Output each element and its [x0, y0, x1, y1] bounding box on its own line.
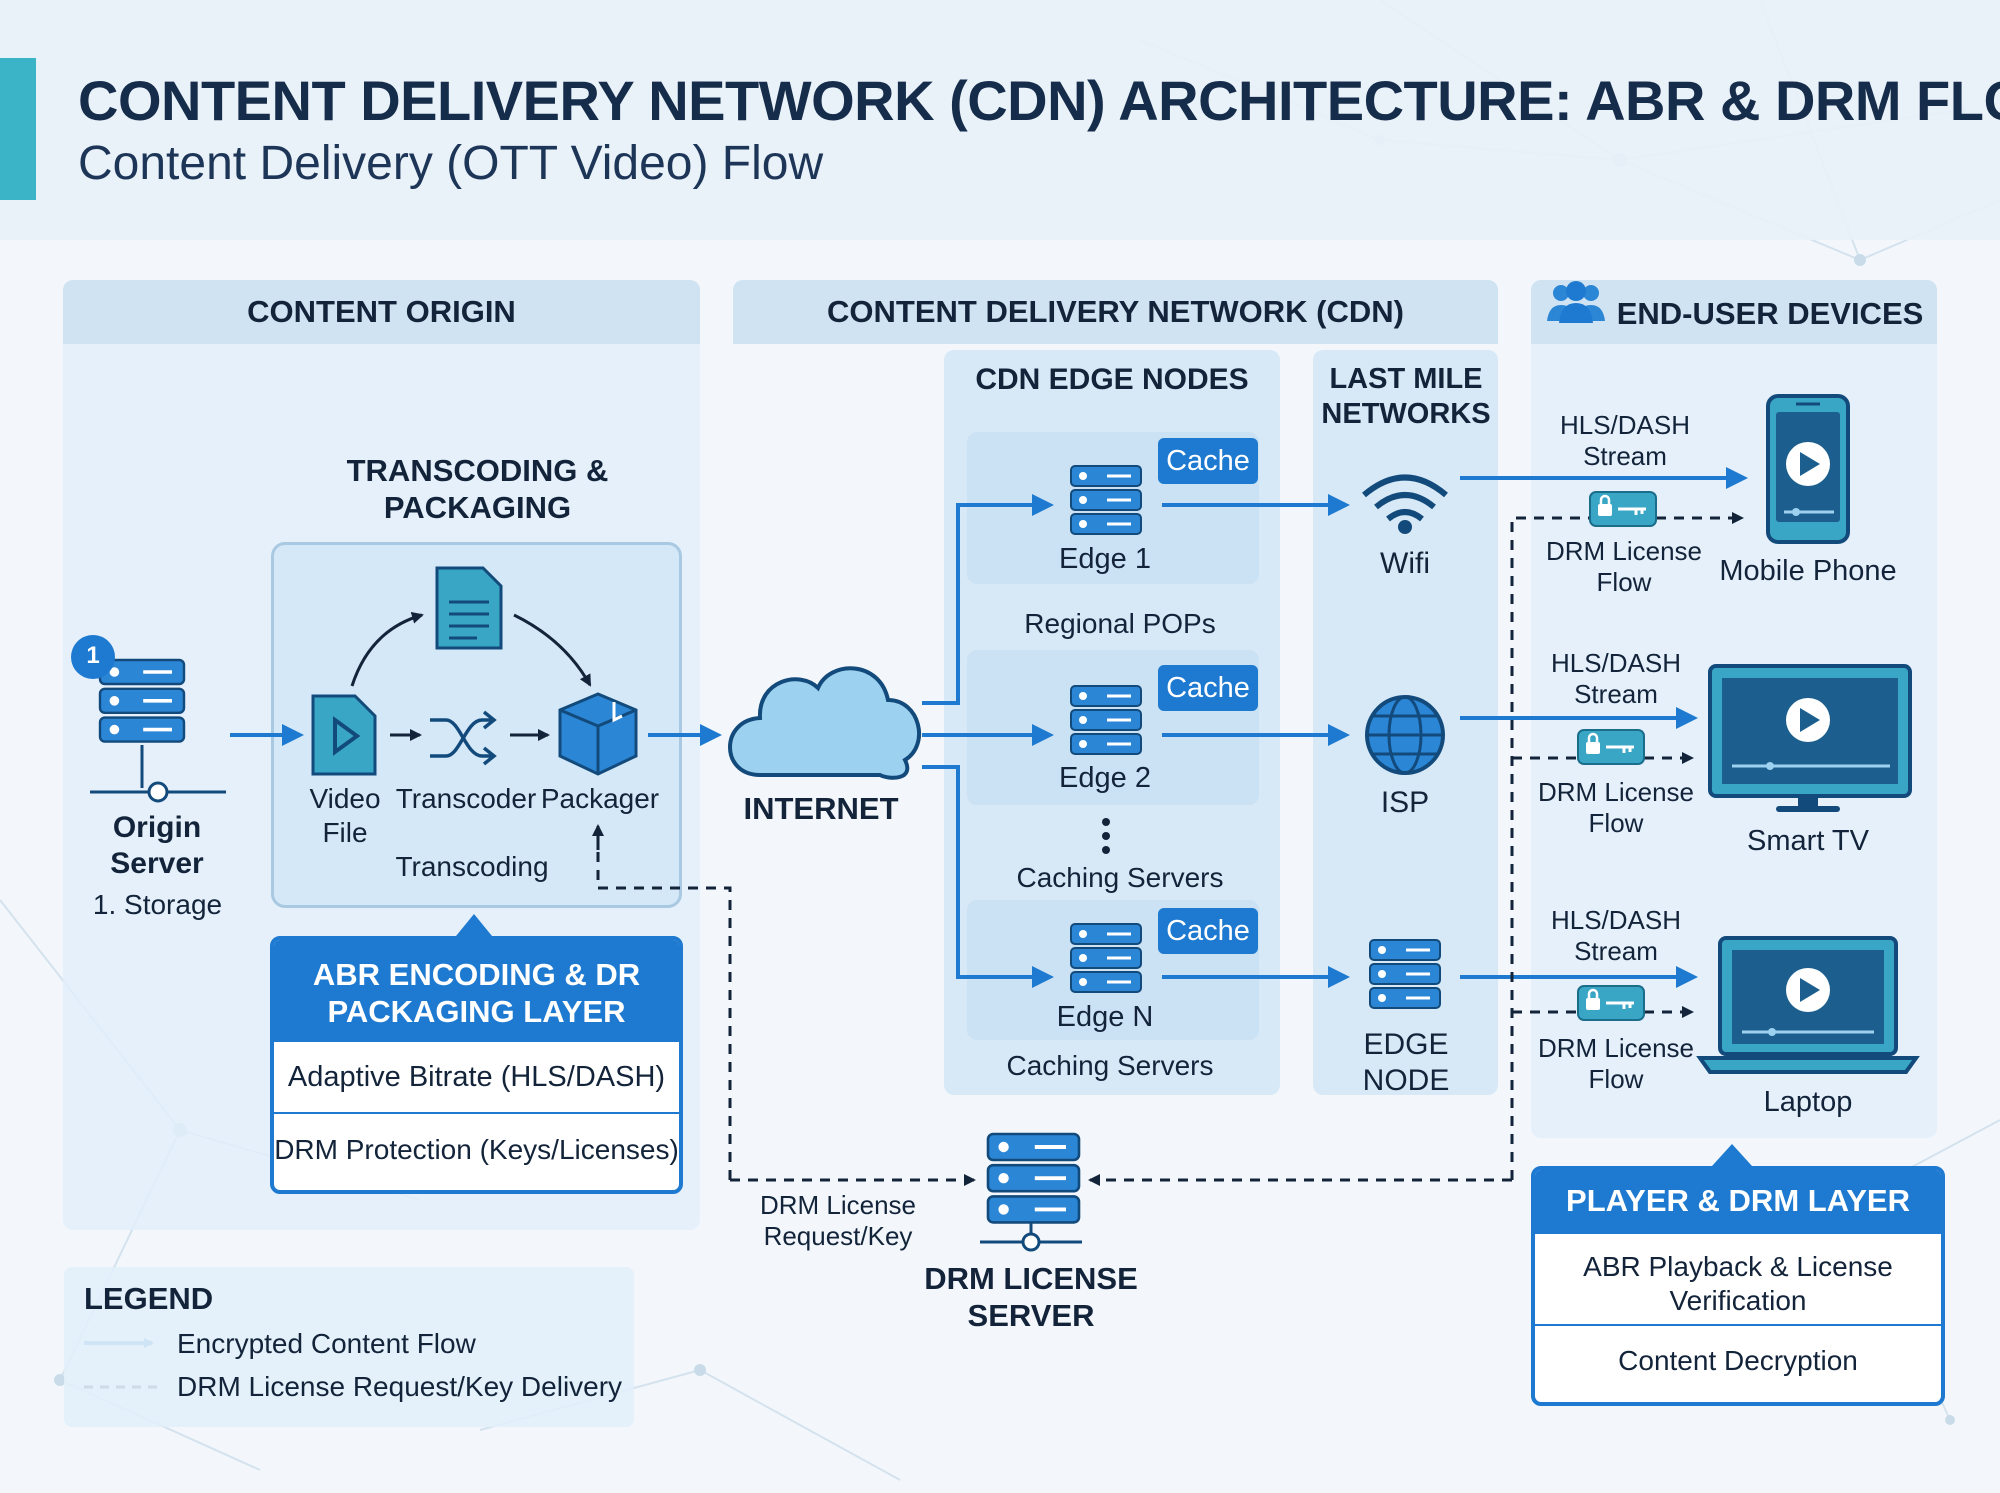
transcoder-label: Transcoder	[395, 783, 537, 814]
cache-badge-n: Cache	[1158, 908, 1258, 954]
abr-layer-row-drm: DRM Protection (Keys/Licenses)	[274, 1112, 679, 1186]
caching-servers-label-1: Caching Servers	[1016, 862, 1224, 893]
globe-icon	[1365, 695, 1445, 775]
legend-solid-label: Encrypted Content Flow	[177, 1328, 476, 1359]
accent-bar	[0, 58, 36, 200]
drm-flow-label-1: DRM License Flow	[1545, 536, 1703, 598]
cdn-edge-nodes-title: CDN EDGE NODES	[975, 363, 1249, 396]
legend-dashed-label: DRM License Request/Key Delivery	[177, 1371, 623, 1402]
edge-node-server-icon	[1368, 938, 1442, 1010]
lock-key-icon	[1576, 728, 1646, 766]
legend-title: LEGEND	[84, 1281, 214, 1316]
lock-key-icon	[1576, 984, 1646, 1022]
edge-1-server-icon	[1069, 464, 1143, 536]
laptop-icon	[1696, 936, 1920, 1074]
step-badge-number: 1	[86, 642, 100, 669]
smart-tv-label: Smart TV	[1747, 825, 1869, 857]
document-icon	[435, 566, 503, 650]
tv-icon	[1708, 664, 1912, 812]
transcoding-title: TRANSCODING & PACKAGING	[346, 453, 609, 526]
users-icon	[1545, 280, 1607, 347]
edge-2-label: Edge 2	[1059, 762, 1151, 794]
drm-server-icon	[986, 1132, 1081, 1225]
mobile-phone-label: Mobile Phone	[1719, 555, 1897, 587]
wifi-label: Wifi	[1380, 547, 1430, 580]
isp-label: ISP	[1380, 786, 1430, 819]
player-layer-row-playback: ABR Playback & License Verification	[1535, 1232, 1941, 1324]
edge-node-label: EDGE NODE	[1362, 1028, 1450, 1097]
video-file-label: Video File	[309, 783, 381, 848]
end-user-devices-header: END-USER DEVICES	[1531, 280, 1937, 344]
drm-flow-label-2: DRM License Flow	[1537, 777, 1695, 839]
origin-server-icon	[98, 658, 186, 744]
caching-servers-label-2: Caching Servers	[1006, 1050, 1214, 1081]
cdn-header: CONTENT DELIVERY NETWORK (CDN)	[733, 280, 1498, 344]
page-title: CONTENT DELIVERY NETWORK (CDN) ARCHITECT…	[78, 69, 2000, 132]
video-file-icon	[311, 694, 377, 776]
edge-1-label: Edge 1	[1059, 543, 1151, 575]
regional-pops-label: Regional POPs	[1024, 608, 1216, 639]
player-drm-layer: PLAYER & DRM LAYER ABR Playback & Licens…	[1531, 1166, 1945, 1406]
step-badge	[71, 635, 115, 679]
abr-layer-title: ABR ENCODING & DR PACKAGING LAYER	[274, 940, 679, 1040]
edge-n-server-icon	[1069, 922, 1143, 994]
last-mile-title: LAST MILE NETWORKS	[1321, 363, 1491, 430]
internet-label: INTERNET	[743, 791, 899, 826]
edge-2-server-icon	[1069, 684, 1143, 756]
shuffle-icon	[430, 710, 497, 766]
phone-icon	[1766, 394, 1850, 544]
legend	[64, 1267, 634, 1427]
drm-request-label: DRM License Request/Key	[759, 1190, 917, 1252]
stream-label-1: HLS/DASH Stream	[1559, 410, 1691, 472]
cache-badge-1: Cache	[1158, 438, 1258, 484]
packager-label: Packager	[540, 783, 660, 814]
abr-encoding-layer: ABR ENCODING & DR PACKAGING LAYER Adapti…	[270, 936, 683, 1194]
abr-layer-row-bitrate: Adaptive Bitrate (HLS/DASH)	[274, 1040, 679, 1112]
cache-badge-2: Cache	[1158, 665, 1258, 711]
origin-server-label: Origin Server	[110, 811, 204, 880]
end-user-devices-title: END-USER DEVICES	[1616, 295, 1924, 331]
storage-label: 1. Storage	[92, 889, 223, 920]
page-subtitle: Content Delivery (OTT Video) Flow	[78, 137, 824, 190]
stream-label-3: HLS/DASH Stream	[1550, 905, 1682, 967]
drm-server-label: DRM LICENSE SERVER	[924, 1261, 1138, 1334]
cloud-icon	[728, 666, 922, 780]
wifi-icon	[1362, 474, 1448, 522]
transcoding-label: Transcoding	[395, 851, 549, 882]
drm-flow-label-3: DRM License Flow	[1537, 1033, 1695, 1095]
lock-key-icon	[1588, 490, 1658, 528]
content-origin-header: CONTENT ORIGIN	[63, 280, 700, 344]
edge-n-label: Edge N	[1056, 1001, 1154, 1033]
stream-label-2: HLS/DASH Stream	[1550, 648, 1682, 710]
package-icon	[558, 692, 638, 776]
header	[0, 0, 2000, 240]
player-layer-title: PLAYER & DRM LAYER	[1535, 1170, 1941, 1232]
player-layer-row-decryption: Content Decryption	[1535, 1324, 1941, 1396]
laptop-label: Laptop	[1763, 1086, 1853, 1118]
